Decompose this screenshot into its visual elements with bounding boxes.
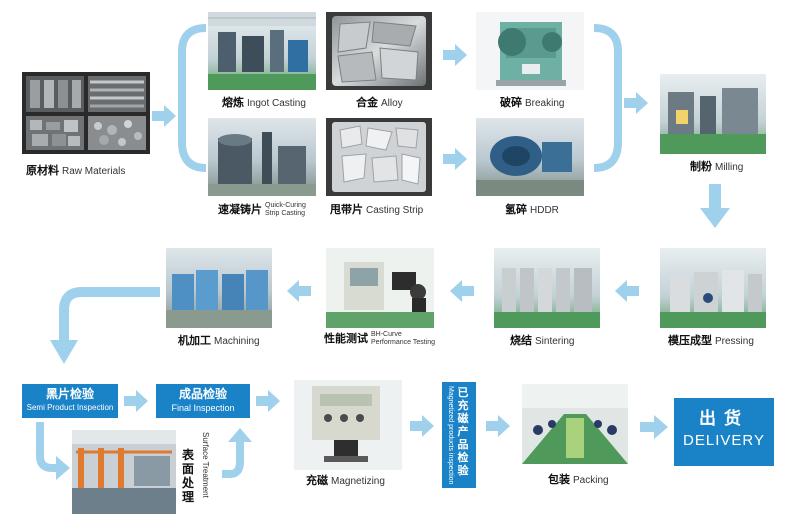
- raw-materials-photo: [22, 72, 150, 154]
- arrow-right-icon: [410, 415, 434, 437]
- packing-cn: 包装: [548, 473, 570, 486]
- magnetized-inspection-box: 已充磁产品检验 Magnetized products inspection: [442, 382, 476, 488]
- arrow-down-icon: [700, 184, 730, 228]
- packing-photo: [522, 384, 628, 464]
- arrow-right-icon: [124, 390, 148, 412]
- surface-treatment-photo: [72, 430, 176, 514]
- arrow-right-icon: [152, 105, 176, 127]
- delivery-box: 出货 DELIVERY: [674, 398, 774, 466]
- arrow-curve-down-icon: [50, 287, 160, 364]
- arrow-right-icon: [640, 415, 668, 439]
- alloy-en: Alloy: [381, 98, 403, 109]
- breaking-cn: 破碎: [500, 96, 522, 109]
- ingot-casting-photo: [208, 12, 316, 90]
- machining-photo: [166, 248, 272, 328]
- milling-photo: [660, 74, 766, 154]
- final-inspection-en: Final Inspection: [171, 403, 235, 413]
- magnetizing-photo: [294, 380, 402, 470]
- ingot-casting-cn: 熔炼: [222, 96, 244, 109]
- breaking-photo: [476, 12, 584, 90]
- delivery-en: DELIVERY: [683, 432, 765, 449]
- final-inspection-box: 成品检验 Final Inspection: [156, 384, 250, 418]
- sintering-en: Sintering: [535, 336, 575, 347]
- milling-en: Milling: [715, 162, 744, 173]
- breaking-en: Breaking: [525, 98, 565, 109]
- arrow-left-icon: [287, 280, 311, 302]
- hddr-cn: 氢碎: [505, 203, 527, 216]
- quick-curing-photo: [208, 118, 316, 196]
- arrow-curve-up-icon: [222, 428, 252, 478]
- quick-curing-en1: Quick-Curing: [265, 202, 306, 209]
- ingot-casting-en: Ingot Casting: [247, 98, 306, 109]
- casting-strip-photo: [326, 118, 432, 196]
- performance-test-cn: 性能测试: [324, 332, 368, 345]
- surface-treatment-en: Surface Treatment: [201, 432, 210, 498]
- arrow-left-icon: [450, 280, 474, 302]
- magnetizing-en: Magnetizing: [331, 476, 385, 487]
- semi-inspection-en: Semi Product Inspection: [26, 403, 114, 412]
- alloy-cn: 合金: [356, 96, 378, 109]
- pressing-en: Pressing: [715, 336, 754, 347]
- magnetized-inspection-en: Magnetized products inspection: [447, 386, 454, 485]
- arrow-right-icon: [486, 415, 510, 437]
- bracket-left-icon: [178, 24, 207, 172]
- bracket-right-icon: [593, 24, 622, 172]
- raw-materials-en: Raw Materials: [62, 166, 126, 177]
- arrow-right-icon: [443, 44, 467, 66]
- packing-en: Packing: [573, 475, 609, 486]
- sintering-cn: 烧结: [510, 334, 532, 347]
- performance-test-en2: Performance Testing: [371, 339, 436, 346]
- pressing-cn: 模压成型: [668, 334, 712, 347]
- sintering-photo: [494, 248, 600, 328]
- hddr-en: HDDR: [530, 205, 559, 216]
- final-inspection-cn: 成品检验: [178, 387, 227, 401]
- arrow-left-icon: [615, 280, 639, 302]
- delivery-cn: 出货: [699, 409, 749, 429]
- semi-inspection-cn: 黑片检验: [45, 387, 94, 401]
- machining-cn: 机加工: [178, 334, 211, 347]
- raw-materials-cn: 原材料: [26, 164, 59, 177]
- performance-test-en1: BH-Curve: [371, 331, 402, 338]
- pressing-photo: [660, 248, 766, 328]
- surface-treatment-cn: 表面处理: [182, 448, 195, 504]
- machining-en: Machining: [214, 336, 260, 347]
- hddr-photo: [476, 118, 584, 196]
- arrow-right-icon: [624, 92, 648, 114]
- performance-test-photo: [326, 248, 434, 328]
- arrow-curve-right-icon: [36, 422, 70, 480]
- milling-cn: 制粉: [690, 160, 712, 173]
- arrow-right-icon: [443, 148, 467, 170]
- semi-inspection-box: 黑片检验 Semi Product Inspection: [22, 384, 118, 418]
- casting-strip-cn: 甩带片: [330, 203, 363, 216]
- quick-curing-en2: Strip Casting: [265, 210, 306, 217]
- magnetizing-cn: 充磁: [306, 474, 328, 487]
- magnetized-inspection-cn: 已充磁产品检验: [457, 386, 469, 477]
- quick-curing-cn: 速凝铸片: [218, 203, 262, 216]
- casting-strip-en: Casting Strip: [366, 205, 424, 216]
- arrow-right-icon: [256, 390, 280, 412]
- alloy-photo: [326, 12, 432, 90]
